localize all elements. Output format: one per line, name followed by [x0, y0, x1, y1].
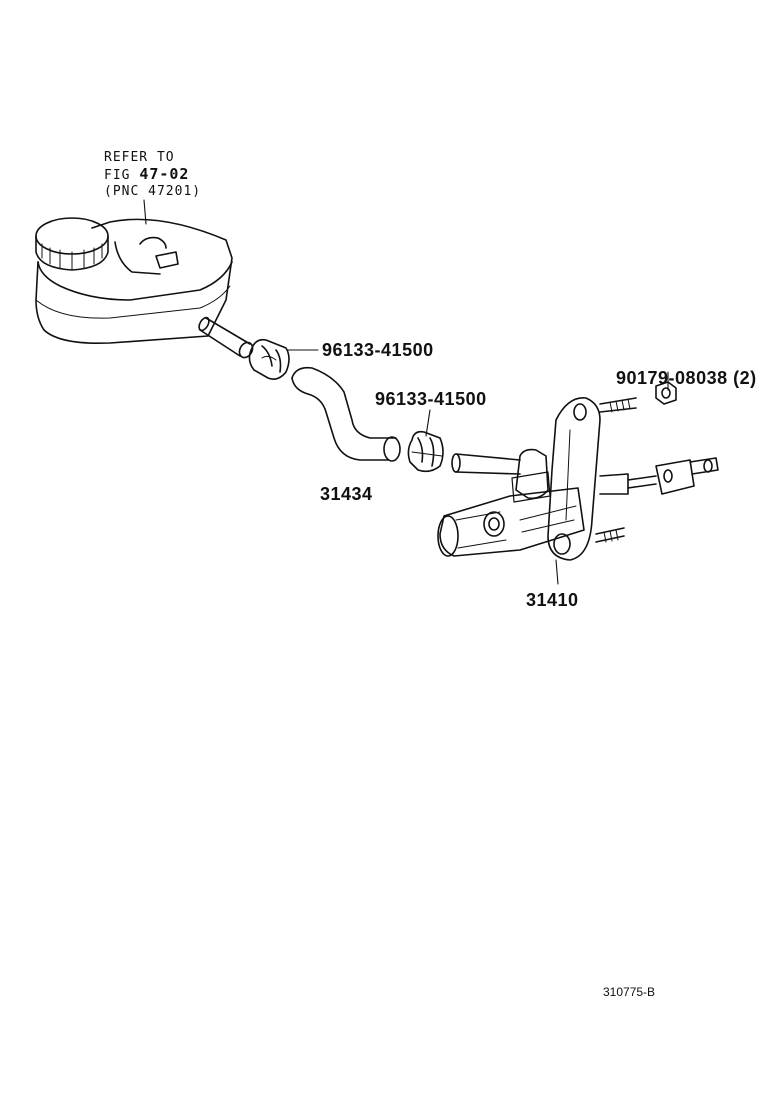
leader-master-cylinder: [555, 559, 559, 585]
hose-clamp-upper: [248, 338, 290, 380]
mounting-stud-upper: [599, 397, 637, 413]
reference-fig-value: 47-02: [139, 165, 190, 183]
part-label-hose: 31434: [320, 484, 373, 504]
leader-clamp-lower: [425, 409, 431, 437]
mounting-stud-lower: [595, 527, 625, 543]
reference-line-1: REFER TO: [104, 150, 175, 165]
reservoir-tab: [155, 251, 179, 269]
figure-id: 310775-B: [603, 985, 656, 999]
push-rod: [599, 457, 719, 495]
cylinder-inlet-pipe: [451, 453, 521, 475]
part-label-master-cylinder: 31410: [526, 590, 579, 610]
hose-clamp-lower: [407, 430, 444, 473]
reservoir-cap: [35, 217, 109, 271]
leader-lines: [143, 199, 669, 585]
part-label-nut: 90179-08038 (2): [616, 368, 757, 388]
leader-reference: [143, 199, 147, 225]
clutch-hose: [291, 366, 401, 462]
reference-note: REFER TO FIG 47-02 (PNC 47201): [104, 150, 201, 200]
reference-fig-prefix: FIG: [104, 168, 131, 183]
reservoir-tank: [35, 218, 233, 345]
part-label-clamp-lower: 96133-41500: [375, 389, 487, 409]
reference-line-2: FIG 47-02: [104, 166, 201, 184]
reference-line-3: (PNC 47201): [104, 184, 202, 199]
clutch-master-cylinder: [437, 397, 601, 561]
part-label-clamp-upper: 96133-41500: [322, 340, 434, 360]
reservoir-outlet: [198, 316, 254, 359]
